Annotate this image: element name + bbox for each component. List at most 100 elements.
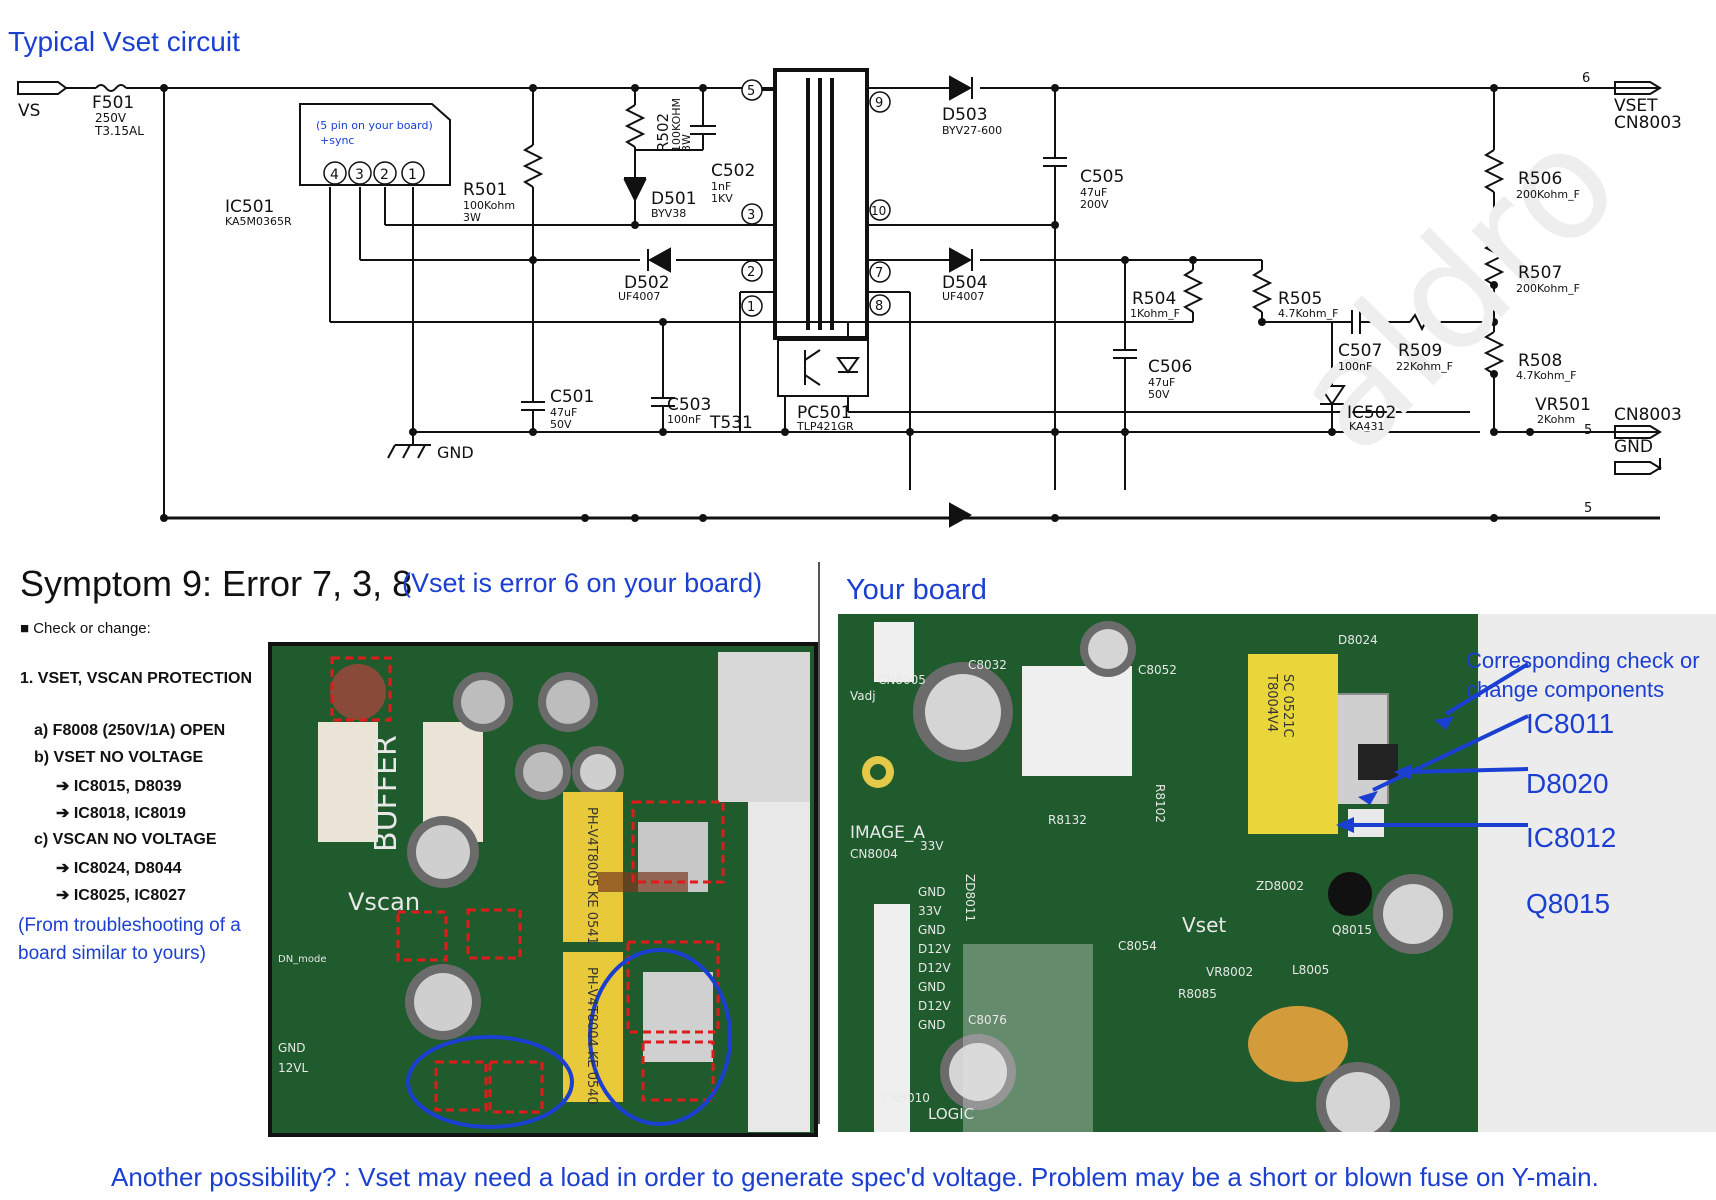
- label-ic502-part: KA431: [1349, 420, 1385, 433]
- board-label-cn8004: CN8004: [850, 847, 898, 861]
- label-ic502: IC502: [1347, 403, 1396, 423]
- ic-pin-2: 2: [380, 167, 389, 183]
- label-f501-rating: 250V: [95, 111, 127, 125]
- label-pin6: 6: [1582, 71, 1590, 86]
- label-f501: F501: [92, 93, 134, 113]
- board-label-logic: LOGIC: [928, 1105, 974, 1123]
- board-label-33v: 33V: [920, 839, 944, 853]
- symptom-title: Symptom 9: Error 7, 3, 8: [20, 563, 413, 604]
- label-vs: VS: [18, 101, 40, 121]
- board-label-image-a: IMAGE_A: [850, 823, 925, 843]
- vset-schematic: aldro 4 3 2 1 5 3 2 1 9 10 7 8 VS F501 2…: [17, 68, 1682, 528]
- board-label-vadj: Vadj: [850, 689, 876, 703]
- reference-board-photo: BUFFER Vscan PH-V4T8005 KE 0541 PH-V4T80…: [268, 642, 818, 1137]
- schematic-title: Typical Vset circuit: [8, 26, 240, 57]
- symptom-board-note: (Vset is error 6 on your board): [402, 568, 763, 598]
- ic-pin-4: 4: [330, 167, 339, 183]
- t-pin-10: 10: [871, 204, 886, 218]
- board-label-gnd2: GND: [918, 923, 946, 937]
- board-label-q8015: Q8015: [1332, 923, 1372, 937]
- label-d501-part: BYV38: [651, 207, 686, 220]
- label-gnd-left: GND: [437, 443, 474, 462]
- label-c506-val: 47uF: [1148, 376, 1175, 389]
- label-c502-v: 1KV: [711, 192, 733, 205]
- label-c502: C502: [711, 161, 755, 181]
- board-label-zd8011: ZD8011: [963, 874, 977, 922]
- label-c507: C507: [1338, 341, 1382, 361]
- label-c507-val: 100nF: [1338, 360, 1372, 373]
- check-item-4: ➔ IC8015, D8039: [56, 778, 182, 795]
- section-divider: [818, 562, 820, 1124]
- label-d503-part: BYV27-600: [942, 124, 1002, 137]
- board-label-c8032: C8032: [968, 658, 1007, 672]
- label-d502-part: UF4007: [618, 290, 660, 303]
- label-pin5b: 5: [1584, 501, 1592, 516]
- t-pin-2: 2: [747, 265, 755, 280]
- photo-label-ph8005: PH-V4T8005 KE 0541: [584, 807, 599, 945]
- t-pin-7: 7: [875, 266, 883, 281]
- callout-d8020: D8020: [1526, 768, 1609, 799]
- callout-ic8012: IC8012: [1526, 822, 1617, 853]
- label-vset: VSET: [1614, 96, 1658, 116]
- ic-pin-1: 1: [408, 167, 417, 183]
- board-label-r8102: R8102: [1153, 784, 1167, 823]
- board-label-vset: Vset: [1182, 913, 1226, 937]
- label-cn8003-bottom: CN8003: [1614, 405, 1682, 425]
- label-r508: R508: [1518, 351, 1562, 371]
- label-c501: C501: [550, 387, 594, 407]
- label-d501: D501: [651, 189, 697, 209]
- board-label-gnd4: GND: [918, 1018, 946, 1032]
- source-note: (From troubleshooting of a board similar…: [18, 915, 241, 964]
- label-pc501-part: TLP421GR: [796, 420, 854, 433]
- board-label-t8004: T8004V4: [1264, 673, 1279, 732]
- label-vr501-val: 2Kohm: [1537, 413, 1575, 426]
- board-label-l8005: L8005: [1292, 963, 1329, 977]
- board-label-d12v3: D12V: [918, 999, 952, 1013]
- label-c501-val: 47uF: [550, 406, 577, 419]
- callout-ic8011: IC8011: [1526, 708, 1615, 739]
- check-label: ■ Check or change:: [20, 620, 151, 637]
- board-label-d12v1: D12V: [918, 942, 952, 956]
- label-r501-w: 3W: [463, 211, 481, 224]
- label-c503: C503: [667, 395, 711, 415]
- label-r501: R501: [463, 180, 507, 200]
- board-label-d8024: D8024: [1338, 633, 1378, 647]
- label-r505: R505: [1278, 289, 1322, 309]
- label-r505-val: 4.7Kohm_F: [1278, 307, 1338, 320]
- label-d504-part: UF4007: [942, 290, 984, 303]
- label-r509-val: 22Kohm_F: [1396, 360, 1453, 373]
- photo-label-12vl: 12VL: [278, 1061, 308, 1075]
- board-label-c8052: C8052: [1138, 663, 1177, 677]
- board-label-r8085: R8085: [1178, 987, 1217, 1001]
- board-label-r8132: R8132: [1048, 813, 1087, 827]
- label-cn8003-top: CN8003: [1614, 113, 1682, 133]
- check-item-3: b) VSET NO VOLTAGE: [34, 749, 204, 766]
- check-item-7: ➔ IC8024, D8044: [56, 860, 182, 877]
- your-board-photo: CN8005 Vadj IMAGE_A CN8004 33V GND 33V G…: [838, 614, 1716, 1132]
- label-r504: R504: [1132, 289, 1176, 309]
- label-c506: C506: [1148, 357, 1192, 377]
- board-label-zd8002: ZD8002: [1256, 879, 1304, 893]
- label-pc501: PC501: [797, 403, 852, 423]
- label-r509: R509: [1398, 341, 1442, 361]
- label-r502: R502: [654, 113, 672, 152]
- board-label-c8076: C8076: [968, 1013, 1007, 1027]
- note-5pin: (5 pin on your board): [316, 119, 433, 132]
- callout-title: Corresponding check or change components: [1466, 648, 1700, 702]
- label-vr501: VR501: [1535, 395, 1591, 415]
- label-r502-val: 100KOHM: [670, 98, 683, 152]
- check-item-1: 1. VSET, VSCAN PROTECTION: [20, 670, 253, 687]
- label-d503: D503: [942, 105, 988, 125]
- label-c505: C505: [1080, 167, 1124, 187]
- label-r506: R506: [1518, 169, 1562, 189]
- callout-q8015: Q8015: [1526, 888, 1611, 919]
- photo-label-ph8004: PH-V4T8004 KE 0540: [584, 967, 599, 1105]
- label-r502-w: 3W: [680, 134, 693, 152]
- photo-label-dn-mode: DN_mode: [278, 954, 327, 965]
- label-r501-val: 100Kohm: [463, 199, 515, 212]
- photo-label-vscan: Vscan: [348, 888, 420, 916]
- t-pin-8: 8: [875, 299, 883, 314]
- t-pin-5: 5: [747, 84, 755, 99]
- ic-pin-3: 3: [355, 167, 364, 183]
- label-ic501-part: KA5M0365R: [225, 215, 292, 228]
